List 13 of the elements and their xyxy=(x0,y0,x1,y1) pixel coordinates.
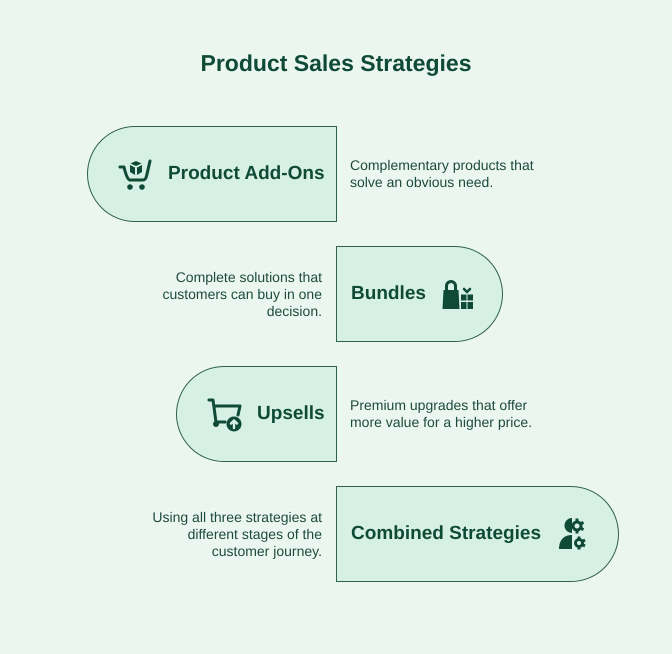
strategy-pill xyxy=(336,246,503,342)
strategy-label: Combined Strategies xyxy=(351,522,542,546)
strategy-description: Premium upgrades that offer more value for a higher price. xyxy=(350,397,534,431)
strategy-pill xyxy=(87,126,337,222)
strategy-pill xyxy=(176,366,337,462)
strategy-description: Using all three strategies at different stages of the customer journey. xyxy=(151,508,322,560)
strategy-pill xyxy=(336,486,619,582)
strategy-description: Complete solutions that customers can buy in one decision. xyxy=(161,268,322,320)
strategy-label: Upsells xyxy=(257,402,325,426)
strategy-label: Product Add-Ons xyxy=(168,162,325,186)
strategy-label: Bundles xyxy=(351,282,426,306)
strategy-description: Complementary products that solve an obvious need. xyxy=(350,157,535,191)
diagram-title: Product Sales Strategies xyxy=(200,49,472,78)
